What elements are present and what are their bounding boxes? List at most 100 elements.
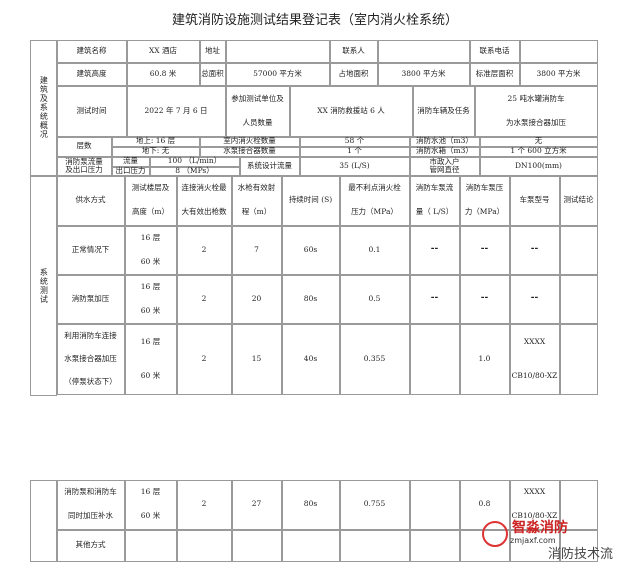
table-row-model-text: -- [530, 244, 539, 255]
test-unit-value-text: XX 消防救援站 6 人 [317, 105, 385, 115]
table-row-guns-text: 2 [201, 244, 207, 254]
flow-label-text: 流量 [123, 156, 138, 166]
pool-label-text: 消防水池（m3） [416, 136, 473, 146]
main-pipe-label: 市政入户管网直径 [409, 156, 480, 176]
column-header: 供水方式 [56, 175, 125, 226]
table-row-result [559, 323, 598, 395]
overview-r1-cell-3 [225, 39, 330, 63]
floors-below-text: 地下: 无 [141, 146, 170, 156]
section-test-label-text: 系统测试 [39, 267, 49, 304]
table-row-pressure: 0.5 [339, 274, 410, 324]
flow-value: 100 （L/min） [149, 156, 240, 167]
test-unit-value: XX 消防救援站 6 人 [289, 85, 413, 137]
table-row-duration: 80s [281, 274, 340, 324]
table-row-guns-text: 2 [201, 293, 207, 303]
table-row-model-text: XXXX [523, 487, 546, 497]
floors-below: 地下: 无 [111, 146, 200, 157]
table-row-range [231, 529, 282, 562]
flow-label: 流量 [111, 156, 150, 167]
hydrant-count-label: 室内消火栓数量 [199, 136, 300, 147]
tank-label: 消防水箱（m3） [409, 146, 480, 157]
overview-r1-cell-5 [377, 39, 470, 63]
column-header-text: 最不利点消火栓 [348, 183, 401, 193]
table-row-model-text: CB10/80-XZ [511, 511, 558, 521]
table-row-duration-text: 80s [303, 499, 318, 509]
column-header: 连接消火栓最大有效出枪数 [176, 175, 232, 226]
overview-r1-cell-1-text: XX 酒店 [148, 45, 178, 55]
column-header: 车泵型号 [509, 175, 560, 226]
hydrant-count-label-text: 室内消火栓数量 [223, 136, 276, 146]
pressure-label: 出口压力 [111, 166, 150, 176]
overview-r1-cell-6-text: 联系电话 [479, 45, 510, 55]
table-row-range-text: 15 [251, 353, 262, 363]
table-row-truck-pressure-text: 0.8 [478, 499, 491, 509]
test-unit-label: 参加测试单位及人员数量 [225, 85, 290, 137]
column-header-text: 消防车泵流 [415, 183, 454, 193]
floors-label: 层数 [56, 136, 112, 157]
table-row-result [559, 225, 598, 275]
table-row-truck-flow [409, 479, 460, 530]
table-row-guns: 2 [176, 225, 232, 275]
overview-r2-cell-3: 57000 平方米 [225, 62, 330, 86]
table-row-pressure-text: 0.5 [368, 293, 381, 303]
table-row-result [559, 479, 598, 530]
table-row-pressure-text: 0.755 [363, 499, 386, 509]
main-pipe-label-text: 管网直径 [429, 165, 460, 174]
table-row-truck-pressure: -- [459, 274, 510, 324]
table-row-range: 15 [231, 323, 282, 395]
hydrant-count: 58 个 [299, 136, 410, 147]
table-row-result [559, 274, 598, 324]
table-row-floor-text: 16 层 [140, 282, 161, 292]
column-header: 测试结论 [559, 175, 598, 226]
table-row-truck-pressure: -- [459, 225, 510, 275]
overview-r2-cell-0-text: 建筑高度 [76, 68, 107, 78]
design-flow-label-text: 系统设计流量 [247, 160, 292, 170]
table-row-truck-pressure-text: 1.0 [478, 353, 491, 363]
table-row-mode: 其他方式 [56, 529, 125, 562]
table-row-range: 20 [231, 274, 282, 324]
column-header-text: 压力（MPa） [351, 207, 398, 217]
pump-label-text: 及出口压力 [65, 165, 103, 174]
overview-r1-cell-0: 建筑名称 [56, 39, 127, 63]
table-row-range-text: 20 [251, 293, 262, 303]
overview-r2-cell-7: 3800 平方米 [519, 62, 598, 86]
table-row-mode-text: 水泵接合器加压 [64, 353, 117, 363]
table-row-duration: 60s [281, 225, 340, 275]
pool-label: 消防水池（m3） [409, 136, 480, 147]
tank-value-text: 1 个 600 立方米 [510, 146, 567, 156]
overview-r2-cell-7-text: 3800 平方米 [536, 68, 581, 78]
column-header: 水枪有效射程（m） [231, 175, 282, 226]
hydrant-count-text: 58 个 [344, 136, 365, 146]
column-header-text: 持续时间 (S) [288, 195, 333, 205]
table-row-range: 27 [231, 479, 282, 530]
overview-r2-cell-0: 建筑高度 [56, 62, 127, 86]
pump-label: 消防泵流量及出口压力 [56, 156, 112, 176]
table-row-range-text: 7 [254, 244, 259, 254]
section-test-continued [29, 479, 57, 562]
table-row-floor-text: 16 层 [140, 336, 161, 346]
column-header-text: 供水方式 [75, 195, 106, 205]
table-row-truck-flow: -- [409, 225, 460, 275]
table-row-model [509, 529, 560, 562]
column-header-text: 测试结论 [563, 195, 594, 205]
table-row-guns: 2 [176, 479, 232, 530]
overview-r2-cell-6: 标准层面积 [469, 62, 520, 86]
watermark-brand: 智淼消防 [512, 520, 568, 536]
design-flow-label: 系统设计流量 [239, 156, 300, 176]
column-header-text: 测试楼层及 [131, 183, 170, 193]
pool-value: 无 [479, 136, 598, 147]
table-row-pressure-text: 0.1 [368, 244, 381, 254]
design-flow-value: 35 (L/S) [299, 156, 410, 176]
vehicle-value-text: 25 吨水罐消防车 [507, 93, 565, 103]
overview-r2-cell-2-text: 总面积 [201, 68, 224, 78]
table-row-duration-text: 40s [303, 353, 318, 363]
column-header: 消防车泵压力（MPa） [459, 175, 510, 226]
table-row-floor-text: 60 米 [140, 256, 161, 266]
table-row-mode-text: 同时加压补水 [68, 511, 113, 521]
vehicle-value-text: 为水泵接合器加压 [506, 118, 566, 128]
table-row-pressure: 0.755 [339, 479, 410, 530]
table-row-mode: 消防泵和消防车同时加压补水 [56, 479, 125, 530]
adapter-count-label: 水泵接合器数量 [199, 146, 300, 157]
